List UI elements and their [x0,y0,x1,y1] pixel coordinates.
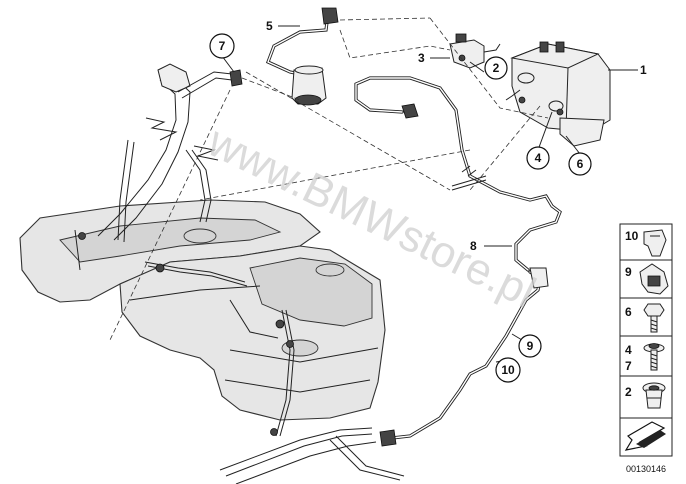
valve-part-3 [449,33,501,69]
diagram-code: 00130146 [626,464,666,474]
hex-screw-icon [643,303,665,333]
svg-text:8: 8 [470,239,477,253]
callout-9: 9 [518,334,542,358]
callout-4: 4 [526,146,550,170]
svg-text:6: 6 [625,305,632,319]
svg-text:10: 10 [501,363,515,377]
callout-6: 6 [568,152,592,176]
assembly-guide-lines [109,17,549,341]
svg-text:1: 1 [640,63,647,77]
svg-text:7: 7 [219,39,226,53]
washer-screw-icon [643,343,665,371]
callout-7: 7 [209,33,235,59]
activated-charcoal-canister [505,41,611,147]
parts-legend: 10 9 6 4 7 [619,223,673,457]
callout-3: 3 [418,51,425,65]
hose-assembly-5 [265,7,339,106]
legend-row-10: 10 [625,229,667,257]
callout-1: 1 [640,63,647,77]
lower-vent-line [379,267,549,447]
svg-text:4: 4 [625,343,632,357]
fuel-tank [19,199,386,437]
legend-row-9: 9 [625,263,669,295]
svg-text:7: 7 [625,359,632,373]
legend-row-4-7: 4 7 [625,343,665,373]
svg-text:2: 2 [625,385,632,399]
legend-row-2: 2 [625,382,666,409]
callout-2: 2 [484,56,508,80]
callout-8: 8 [470,239,477,253]
leader-lines [221,25,638,363]
legend-arrow-row [624,421,666,451]
fuel-lines [219,427,405,484]
svg-text:5: 5 [266,19,273,33]
svg-text:9: 9 [625,265,632,279]
grommet-icon [642,382,666,409]
svg-text:10: 10 [625,229,639,243]
svg-text:3: 3 [418,51,425,65]
filler-neck-pipe [97,63,243,243]
legend-row-6: 6 [625,303,665,333]
svg-text:9: 9 [527,339,534,353]
svg-text:6: 6 [577,157,584,171]
clip-icon [643,229,667,257]
callout-5: 5 [266,19,273,33]
svg-text:2: 2 [493,61,500,75]
svg-text:4: 4 [535,151,542,165]
callout-10: 10 [495,357,521,383]
vent-hose-8 [354,76,562,272]
